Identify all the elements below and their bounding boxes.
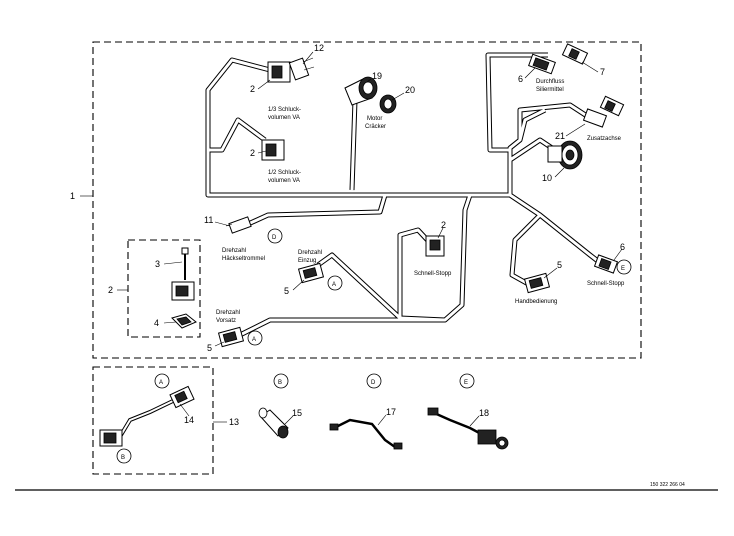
marker-b-detail: B bbox=[273, 373, 289, 389]
label-schnellstopp-center: Schnell-Stopp bbox=[414, 271, 452, 277]
connector-motor-cracker bbox=[344, 76, 397, 114]
label-durchfluss-line1: Durchfluss bbox=[536, 79, 564, 85]
part-number-6-top: 6 bbox=[518, 74, 523, 84]
plug-15 bbox=[258, 407, 289, 439]
adapter-cable-14 bbox=[99, 385, 195, 447]
part-number-17: 17 bbox=[386, 407, 396, 417]
svg-text:E: E bbox=[464, 380, 468, 386]
marker-e-detail: E bbox=[459, 373, 475, 389]
label-motor-line1: Motor bbox=[367, 116, 382, 122]
part-number-2-schnell: 2 bbox=[441, 220, 446, 230]
switch-cable-18 bbox=[427, 407, 509, 450]
part-number-19: 19 bbox=[372, 71, 382, 81]
part-number-14: 14 bbox=[184, 415, 194, 425]
connector-schnellstopp-center bbox=[425, 235, 445, 257]
marker-a-einzug: A bbox=[327, 275, 343, 291]
part-number-18: 18 bbox=[479, 408, 489, 418]
label-schluck12-line1: 1/2 Schluck- bbox=[268, 170, 301, 176]
part-number-7: 7 bbox=[600, 67, 605, 77]
main-assembly-frame bbox=[92, 41, 642, 359]
svg-text:D: D bbox=[371, 380, 376, 386]
connector-handbedienung bbox=[523, 272, 551, 294]
connector-vorsatz bbox=[217, 326, 245, 348]
sensor-assembly bbox=[171, 247, 197, 329]
part-number-13: 13 bbox=[229, 417, 239, 427]
part-number-20: 20 bbox=[405, 85, 415, 95]
part-number-11: 11 bbox=[204, 215, 213, 225]
svg-text:E: E bbox=[621, 266, 625, 272]
main-harness bbox=[205, 52, 605, 338]
leader-lines bbox=[80, 51, 623, 427]
svg-text:B: B bbox=[121, 455, 125, 461]
marker-d-haecksel: D bbox=[267, 228, 283, 244]
label-schluck12-line2: volumen VA bbox=[268, 178, 300, 184]
part-number-5-hand: 5 bbox=[557, 260, 562, 270]
label-vorsatz-line1: Drehzahl bbox=[216, 310, 240, 316]
label-durchfluss-line2: Siliermittel bbox=[536, 87, 564, 93]
part-number-2-schluck13: 2 bbox=[250, 84, 255, 94]
part-number-4: 4 bbox=[154, 318, 159, 328]
label-schnellstopp-right: Schnell-Stopp bbox=[587, 281, 625, 287]
adapter-cable-frame bbox=[92, 366, 214, 475]
connector-durchfluss bbox=[528, 43, 589, 75]
label-haecksel-line2: Häckseltrommel bbox=[222, 256, 265, 262]
part-number-15: 15 bbox=[292, 408, 302, 418]
part-number-3: 3 bbox=[155, 259, 160, 269]
part-number-5-einzug: 5 bbox=[284, 286, 289, 296]
part-number-10: 10 bbox=[542, 173, 552, 183]
part-number-2-schluck12: 2 bbox=[250, 148, 255, 158]
label-schluck13-line2: volumen VA bbox=[268, 115, 300, 121]
part-number-12: 12 bbox=[314, 43, 324, 53]
part-number-1: 1 bbox=[70, 191, 75, 201]
label-motor-line2: Cräcker bbox=[365, 124, 386, 130]
connector-round-10 bbox=[547, 140, 583, 170]
label-haecksel-line1: Drehzahl bbox=[222, 248, 246, 254]
label-schluck13-line1: 1/3 Schluck- bbox=[268, 107, 301, 113]
label-zusatzachse: Zusatzachse bbox=[587, 136, 622, 142]
sensor-detail-frame bbox=[127, 239, 201, 338]
part-number-2-left: 2 bbox=[108, 285, 113, 295]
part-number-5-vorsatz: 5 bbox=[207, 343, 212, 353]
svg-text:A: A bbox=[332, 282, 336, 288]
connector-einzug bbox=[297, 262, 325, 284]
marker-a-vorsatz: A bbox=[247, 330, 263, 346]
connector-zusatzachse bbox=[582, 95, 625, 128]
cable-17 bbox=[329, 418, 403, 450]
drawing-reference: 150 322 266 04 bbox=[650, 482, 685, 488]
connector-schnellstopp-right bbox=[593, 254, 619, 274]
label-handbedienung: Handbedienung bbox=[515, 299, 557, 305]
connector-schluck-12 bbox=[261, 139, 285, 161]
marker-d-detail: D bbox=[366, 373, 382, 389]
marker-b-detail-cable: B bbox=[116, 448, 132, 464]
label-einzug-line1: Drehzahl bbox=[298, 250, 322, 256]
part-number-6-right: 6 bbox=[620, 242, 625, 252]
svg-text:A: A bbox=[159, 380, 163, 386]
marker-e-right: E bbox=[616, 259, 632, 275]
label-vorsatz-line2: Vorsatz bbox=[216, 318, 236, 324]
svg-text:B: B bbox=[278, 380, 282, 386]
label-einzug-line2: Einzug bbox=[298, 258, 316, 264]
svg-text:D: D bbox=[272, 235, 277, 241]
connector-haecksel bbox=[225, 216, 252, 234]
marker-a-detail: A bbox=[154, 373, 170, 389]
svg-text:A: A bbox=[252, 337, 256, 343]
connector-schluck-13 bbox=[267, 57, 315, 83]
part-number-21: 21 bbox=[555, 131, 565, 141]
